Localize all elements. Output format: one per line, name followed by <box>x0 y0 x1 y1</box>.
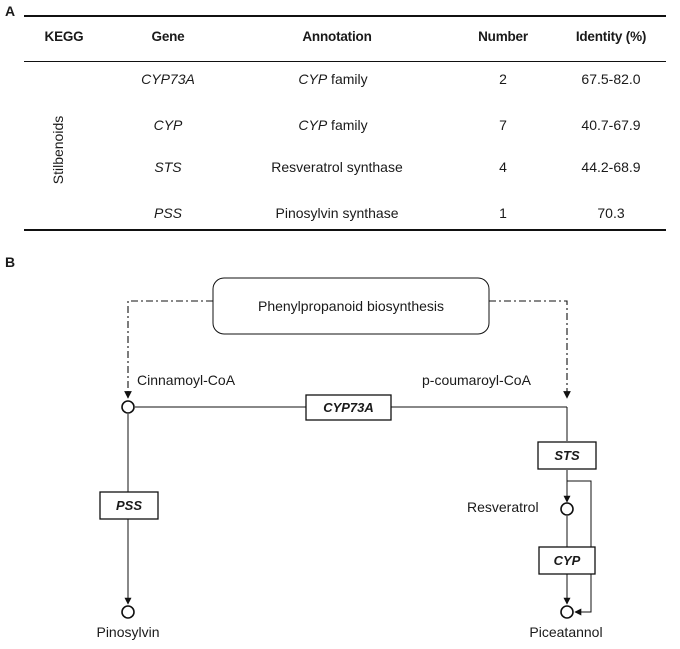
compound-label-cinnamoyl: Cinnamoyl-CoA <box>137 372 236 388</box>
annotation-italic: CYP <box>298 117 328 133</box>
cell-identity: 70.3 <box>597 205 625 221</box>
header-kegg: KEGG <box>44 29 84 44</box>
pinosylvin-node <box>121 605 135 619</box>
source-to-cinnamoyl-arrow <box>124 300 213 399</box>
enzyme-box-pss <box>99 491 159 520</box>
header-identity: Identity (%) <box>575 29 647 44</box>
source-label: Phenylpropanoid biosynthesis <box>258 298 444 314</box>
cell-gene: CYP73A <box>141 71 195 87</box>
cell-identity: 67.5-82.0 <box>581 71 641 87</box>
enzyme-label-cyp: CYP <box>554 553 581 568</box>
cell-identity: 40.7-67.9 <box>581 117 641 133</box>
piceatannol-node <box>560 605 574 619</box>
cell-annotation: Pinosylvin synthase <box>276 205 399 221</box>
source-box <box>212 277 490 335</box>
annotation-text: family <box>327 71 368 87</box>
header-number: Number <box>478 29 528 44</box>
table-rule-header <box>24 61 666 62</box>
cell-number: 1 <box>499 205 507 221</box>
cell-gene: PSS <box>153 205 183 221</box>
panel-label-b: B <box>5 254 16 270</box>
enzyme-box-cyp <box>538 546 596 575</box>
table-rule-top <box>24 15 666 17</box>
cell-number: 2 <box>499 71 507 87</box>
resveratrol-node <box>560 502 574 516</box>
cell-annotation: CYP family <box>298 117 367 133</box>
enzyme-box-cyp73a <box>305 394 392 421</box>
cell-annotation: Resveratrol synthase <box>271 159 403 175</box>
annotation-italic: CYP <box>298 71 328 87</box>
enzyme-box-sts <box>537 441 597 470</box>
compound-label-resveratrol: Resveratrol <box>467 499 539 515</box>
cell-identity: 44.2-68.9 <box>581 159 641 175</box>
panel-label-a: A <box>5 3 16 19</box>
compound-label-coumaroyl: p-coumaroyl-CoA <box>422 372 532 388</box>
header-gene: Gene <box>151 29 185 44</box>
compound-label-piceatannol: Piceatannol <box>529 624 602 640</box>
compound-label-pinosylvin: Pinosylvin <box>96 624 159 640</box>
enzyme-label-pss: PSS <box>116 498 142 513</box>
cell-number: 4 <box>499 159 507 175</box>
source-to-coumaroyl-arrow <box>489 300 571 399</box>
enzyme-label-cyp73a: CYP73A <box>323 400 374 415</box>
annotation-text: Pinosylvin synthase <box>275 205 399 221</box>
cell-gene: CYP <box>153 117 183 133</box>
annotation-text: Resveratrol synthase <box>271 159 403 175</box>
cell-number: 7 <box>499 117 507 133</box>
header-annotation: Annotation <box>302 29 372 44</box>
cell-annotation: CYP family <box>298 71 367 87</box>
table-rule-bottom <box>24 229 666 231</box>
enzyme-label-sts: STS <box>554 448 580 463</box>
annotation-text: family <box>327 117 368 133</box>
cell-gene: STS <box>154 159 182 175</box>
cinnamoyl-node <box>121 400 135 414</box>
